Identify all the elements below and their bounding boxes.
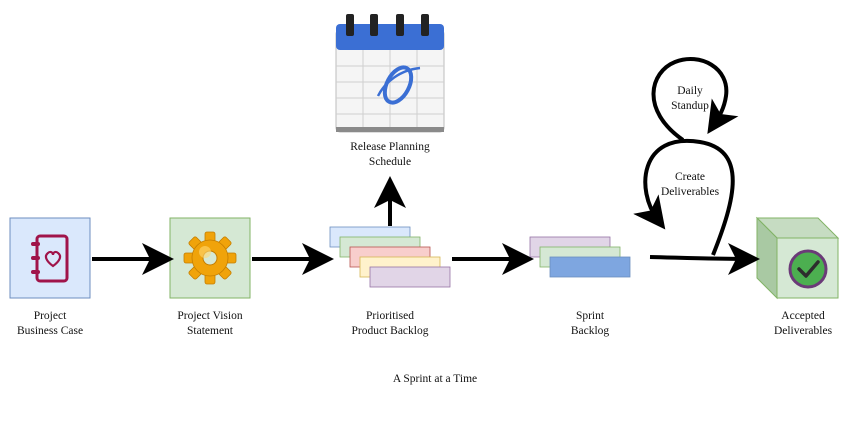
daily-standup-label-line2: Standup — [671, 100, 709, 112]
vision-node[interactable]: Project Vision Statement — [169, 217, 251, 337]
arrow-sprint-to-accepted — [649, 242, 760, 275]
sprint-caption: A Sprint at a Time — [393, 373, 477, 385]
accepted-node[interactable]: Accepted Deliverables — [755, 216, 840, 337]
heart-notebook-icon — [31, 234, 69, 283]
backlog-card — [369, 266, 451, 288]
business-case-node[interactable]: Project Business Case — [9, 217, 91, 337]
sprint-backlog-label-line2: Backlog — [571, 325, 610, 337]
product-backlog-node[interactable]: Prioritised Product Backlog — [329, 226, 451, 337]
sprint-backlog-node[interactable]: Sprint Backlog — [529, 236, 631, 337]
sprint-card — [549, 256, 631, 278]
check-circle-icon — [788, 249, 828, 289]
gear-icon — [183, 231, 237, 285]
product-backlog-label-line1: Prioritised — [366, 310, 414, 322]
product-backlog-label-line2: Product Backlog — [352, 325, 429, 337]
create-deliverables-label: Create Deliverables — [661, 171, 720, 198]
sprint-backlog-label-line1: Sprint — [576, 310, 605, 322]
vision-label-line1: Project Vision — [177, 310, 242, 322]
create-deliverables-loop — [633, 138, 735, 256]
business-case-box — [9, 217, 91, 299]
release-planning-node[interactable]: Release Planning Schedule — [335, 14, 445, 168]
calendar-icon — [335, 14, 445, 133]
daily-standup-label: Daily Standup — [671, 85, 709, 112]
vision-label-line2: Statement — [187, 325, 234, 337]
business-case-label-line1: Project — [34, 310, 67, 322]
release-planning-label-line1: Release Planning — [350, 141, 430, 153]
business-case-label-line2: Business Case — [17, 325, 83, 337]
create-deliverables-label-line1: Create — [675, 171, 705, 183]
flow-arrows — [92, 57, 760, 275]
accepted-label-line1: Accepted — [781, 310, 825, 322]
daily-standup-loop — [651, 57, 739, 142]
daily-standup-label-line1: Daily — [677, 85, 703, 97]
release-planning-label-line2: Schedule — [369, 156, 411, 168]
create-deliverables-label-line2: Deliverables — [661, 186, 720, 198]
accepted-label-line2: Deliverables — [774, 325, 833, 337]
